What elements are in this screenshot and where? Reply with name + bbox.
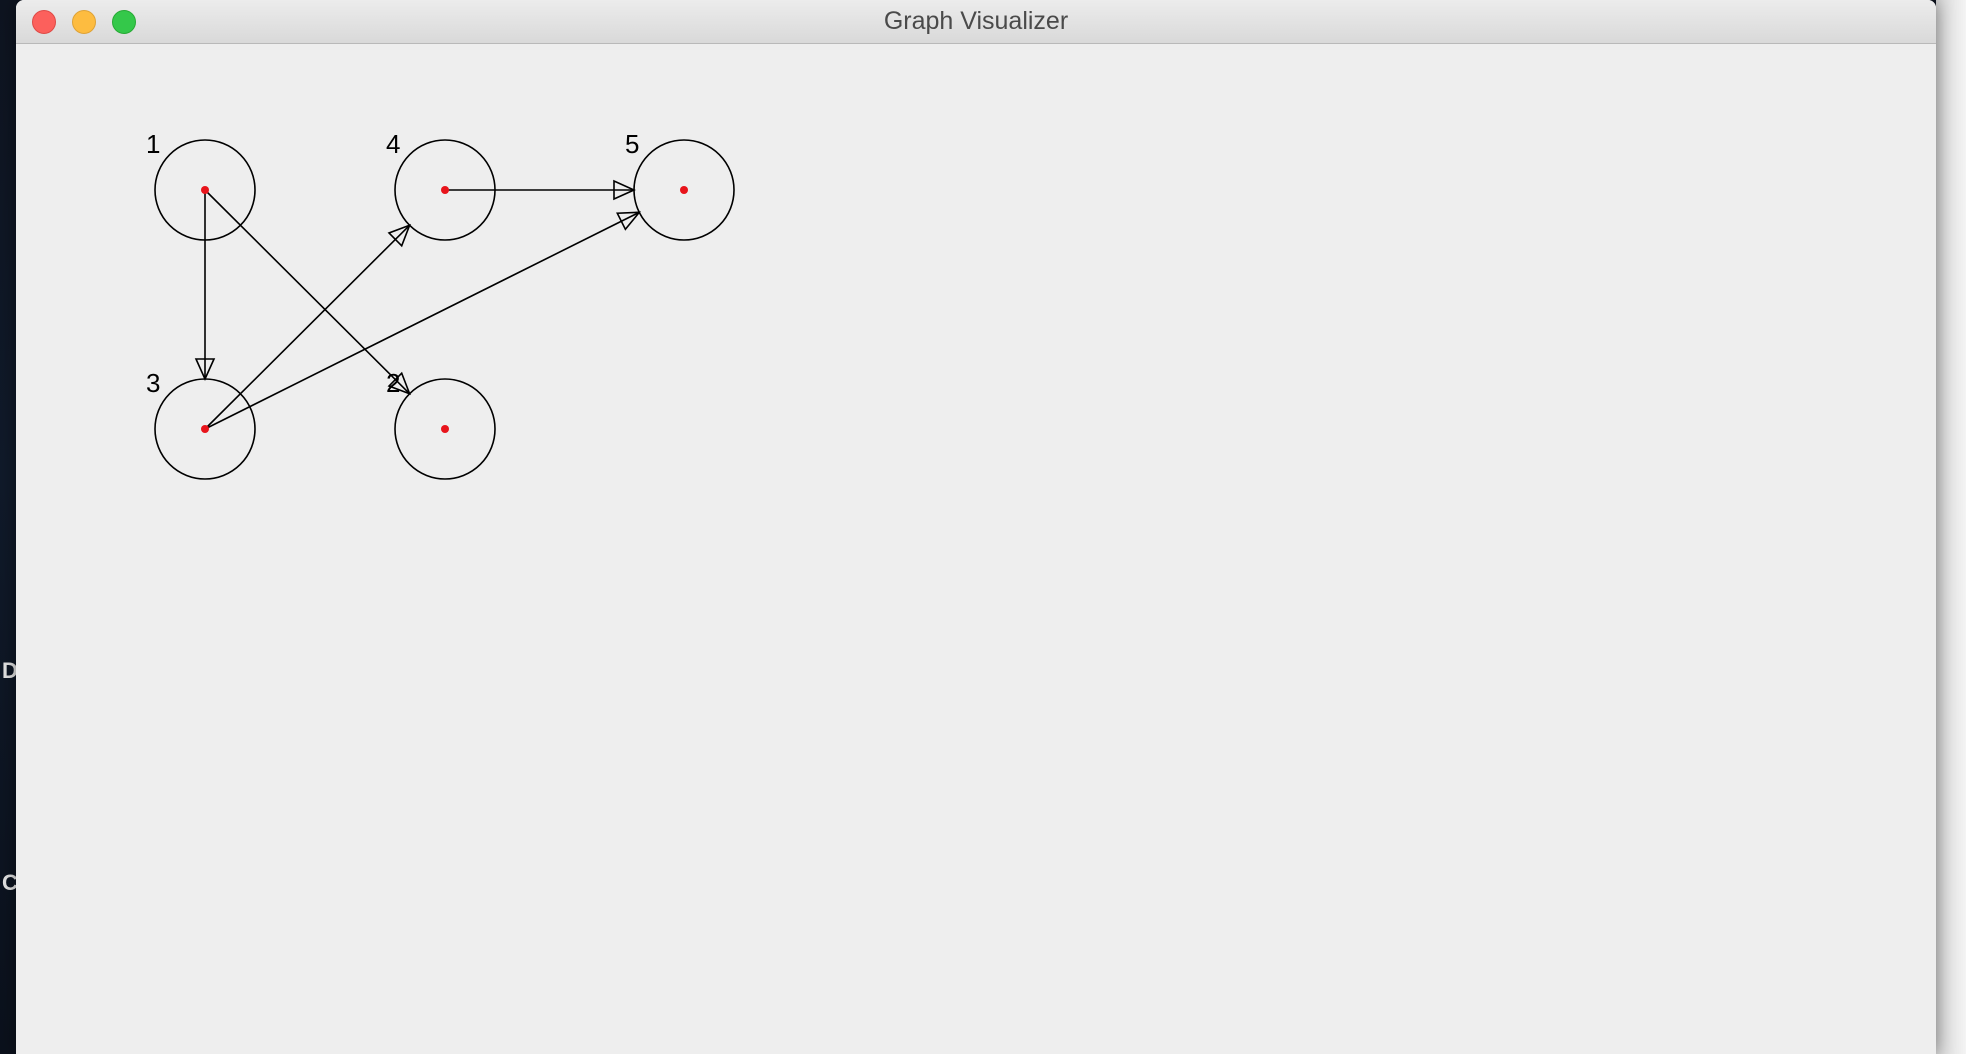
node-circle[interactable]: [394, 378, 496, 480]
node-label: 1: [146, 129, 160, 159]
arrowhead: [194, 358, 216, 381]
edge-3-5: [204, 211, 642, 430]
nodes-layer: 1 4 5 3 2: [146, 129, 735, 480]
close-button[interactable]: [32, 10, 56, 34]
node-center-dot: [201, 425, 209, 433]
node-1[interactable]: 1: [146, 129, 256, 241]
node-circle[interactable]: [394, 139, 496, 241]
desktop-edge-text-1: D: [2, 658, 18, 683]
edge-1-3: [194, 190, 216, 381]
graph-drawing: 1 4 5 3 2: [146, 129, 735, 480]
node-5[interactable]: 5: [625, 129, 735, 241]
node-4[interactable]: 4: [386, 129, 496, 241]
node-center-dot: [680, 186, 688, 194]
adjacent-window-edge: [1936, 0, 1966, 1054]
arrowhead: [387, 223, 411, 248]
app-window: Graph Visualizer 1 4 5 3 2: [16, 0, 1936, 1054]
node-2[interactable]: 2: [386, 368, 496, 480]
minimize-button[interactable]: [72, 10, 96, 34]
desktop-edge-text-2: C: [2, 870, 18, 895]
node-circle[interactable]: [633, 139, 735, 241]
edges-layer: [194, 179, 642, 430]
node-center-dot: [441, 186, 449, 194]
arrowhead: [613, 179, 636, 201]
node-circle[interactable]: [154, 378, 256, 480]
arrowhead: [387, 371, 411, 396]
edge-3-4: [204, 223, 411, 430]
node-label: 5: [625, 129, 639, 159]
node-label: 2: [386, 368, 400, 398]
title-bar[interactable]: Graph Visualizer: [16, 0, 1936, 44]
node-center-dot: [201, 186, 209, 194]
node-circle[interactable]: [154, 139, 256, 241]
edge-1-2: [204, 189, 411, 396]
zoom-button[interactable]: [112, 10, 136, 34]
arrowhead: [616, 211, 642, 231]
node-label: 4: [386, 129, 400, 159]
node-center-dot: [441, 425, 449, 433]
edge-4-5: [445, 179, 636, 201]
node-label: 3: [146, 368, 160, 398]
graph-canvas[interactable]: 1 4 5 3 2: [16, 44, 1936, 1054]
node-3[interactable]: 3: [146, 368, 256, 480]
window-title: Graph Visualizer: [883, 7, 1069, 35]
